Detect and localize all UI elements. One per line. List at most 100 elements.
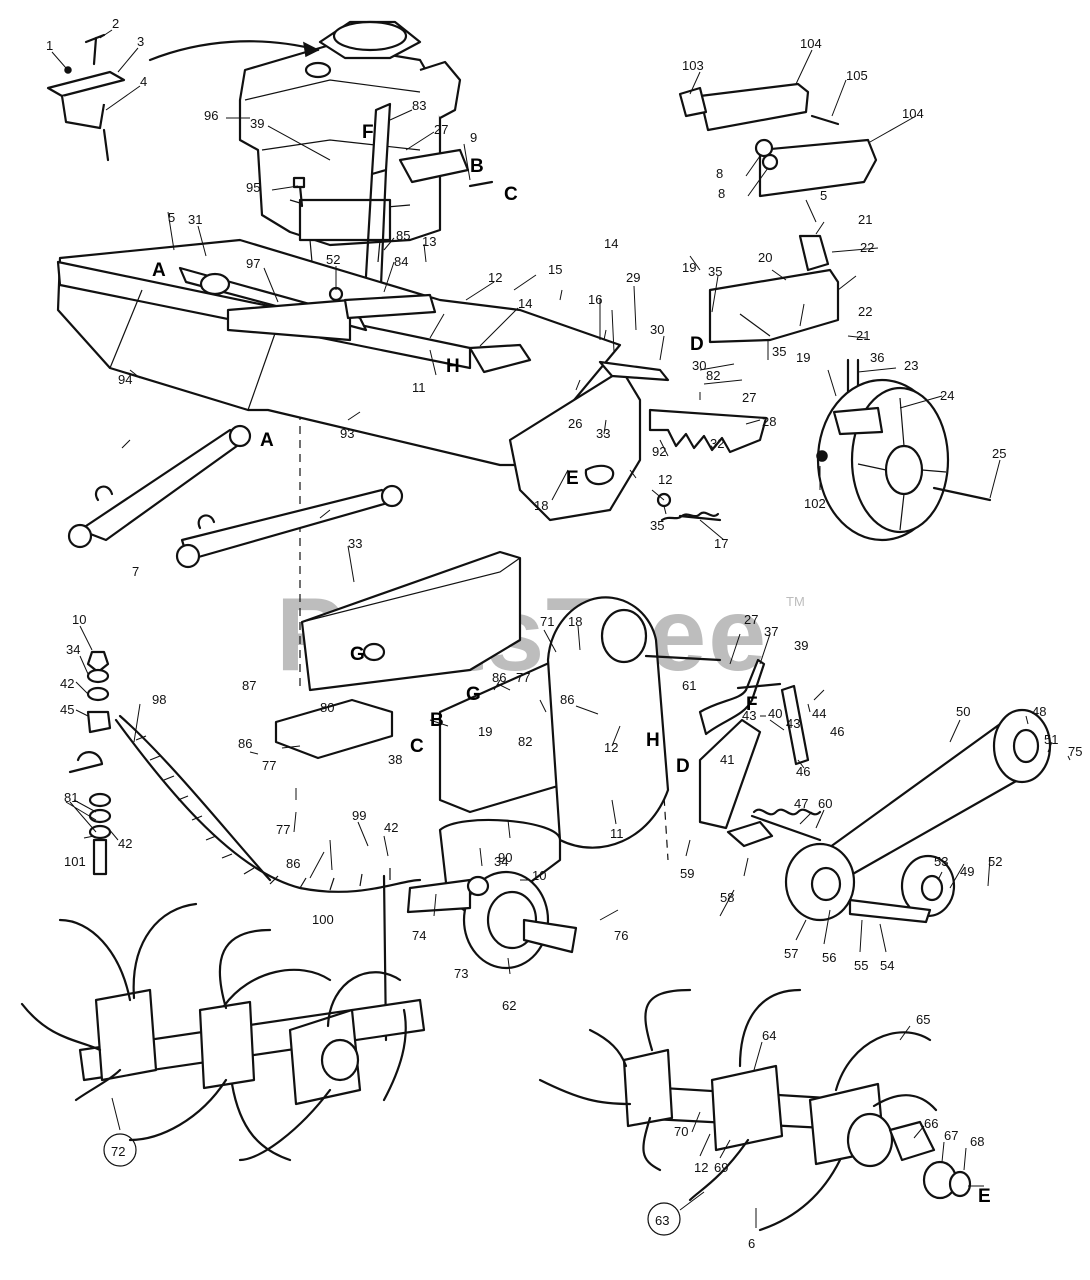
- part-label: 33: [596, 426, 610, 441]
- part-label: 28: [762, 414, 776, 429]
- alignment-line: [657, 699, 669, 861]
- part-label: 9: [470, 130, 477, 145]
- part-label: 53: [934, 854, 948, 869]
- part-label: 67: [944, 1128, 958, 1143]
- part-label: 58: [720, 890, 734, 905]
- part-label: 101: [64, 854, 86, 869]
- part-label: 76: [614, 928, 628, 943]
- part-label: 24: [940, 388, 954, 403]
- part-label: 90: [498, 850, 512, 865]
- tine-assembly-68-69: [538, 988, 972, 1232]
- axle-bar-97: [178, 266, 368, 342]
- part-label: 55: [854, 958, 868, 973]
- part-label: 33: [348, 536, 362, 551]
- part-label: 59: [680, 866, 694, 881]
- part-label: 14: [604, 236, 618, 251]
- part-label: 70: [674, 1124, 688, 1139]
- part-label: 98: [152, 692, 166, 707]
- part-label: 51: [1044, 732, 1058, 747]
- part-label: 35: [772, 344, 786, 359]
- gear-housing: [406, 596, 722, 970]
- part-label: 21: [858, 212, 872, 227]
- part-label: 4: [140, 74, 147, 89]
- part-number-labels: 1 2 3 4 96 39 83 27 9 95 85 13 84 52 31 …: [46, 16, 1082, 1251]
- part-label: 10: [532, 868, 546, 883]
- part-label: 100: [312, 912, 334, 927]
- part-label: 60: [818, 796, 832, 811]
- part-label: 105: [846, 68, 868, 83]
- part-label: 34: [66, 642, 80, 657]
- part-label: 15: [548, 262, 562, 277]
- part-label: 16: [588, 292, 602, 307]
- callout-letter: H: [446, 356, 460, 377]
- part-label: 21: [856, 328, 870, 343]
- part-label: 75: [1068, 744, 1082, 759]
- throttle-control: [46, 33, 126, 162]
- part-label: 19: [796, 350, 810, 365]
- watermark-tm: TM: [786, 594, 805, 609]
- part-label: 39: [794, 638, 808, 653]
- callout-letter: E: [566, 468, 579, 489]
- part-label: 18: [568, 614, 582, 629]
- part-label: 103: [682, 58, 704, 73]
- part-label: 36: [870, 350, 884, 365]
- part-label: 38: [388, 752, 402, 767]
- callout-letter: D: [676, 756, 690, 777]
- part-label: 46: [796, 764, 810, 779]
- part-label: 5: [820, 188, 827, 203]
- callout-letter: C: [504, 184, 518, 205]
- callout-letter: G: [466, 684, 481, 705]
- part-label: 14: [518, 296, 532, 311]
- part-label: 96: [204, 108, 218, 123]
- part-label: 82: [518, 734, 532, 749]
- hitch-plates-103: [678, 82, 878, 198]
- part-label: 80: [320, 700, 334, 715]
- part-label: 104: [902, 106, 924, 121]
- wheel-bracket-19: [708, 234, 840, 344]
- part-label: 64: [762, 1028, 776, 1043]
- part-label: 85: [396, 228, 410, 243]
- part-label: 7: [132, 564, 139, 579]
- callout-letter: F: [746, 694, 758, 715]
- part-label: 95: [246, 180, 260, 195]
- part-label: 99: [352, 808, 366, 823]
- part-label: 71: [540, 614, 554, 629]
- bracket-84: [343, 293, 437, 320]
- part-label: 5: [168, 210, 175, 225]
- part-label: 34: [494, 854, 508, 869]
- part-label: 52: [988, 854, 1002, 869]
- part-label: 23: [904, 358, 918, 373]
- part-label: 69: [714, 1160, 728, 1175]
- part-label: 44: [812, 706, 826, 721]
- part-label: 87: [242, 678, 256, 693]
- part-label: 30: [650, 322, 664, 337]
- part-label: 57: [784, 946, 798, 961]
- tine-assembly-75: [20, 902, 426, 1162]
- callout-letter: A: [152, 260, 166, 281]
- part-label: 66: [924, 1116, 938, 1131]
- part-label: 18: [534, 498, 548, 513]
- part-label: 52: [326, 252, 340, 267]
- callout-letter: B: [470, 156, 484, 177]
- part-label: 102: [804, 496, 826, 511]
- part-label: 47: [794, 796, 808, 811]
- part-label: 86: [286, 856, 300, 871]
- arrow-head: [303, 41, 320, 58]
- part-label: 29: [626, 270, 640, 285]
- part-label: 86: [238, 736, 252, 751]
- part-label: 8: [718, 186, 725, 201]
- part-label: 54: [880, 958, 894, 973]
- part-label: 77: [276, 822, 290, 837]
- part-label: 35: [650, 518, 664, 533]
- transport-wheel: [816, 358, 992, 542]
- part-label: 83: [412, 98, 426, 113]
- part-label: 19: [682, 260, 696, 275]
- part-label: 12: [658, 472, 672, 487]
- part-label: 65: [916, 1012, 930, 1027]
- callout-letter: E: [978, 1186, 991, 1207]
- part-label: 82: [706, 368, 720, 383]
- part-label: 84: [394, 254, 408, 269]
- callout-letter: A: [260, 430, 274, 451]
- shield-86: [300, 550, 522, 692]
